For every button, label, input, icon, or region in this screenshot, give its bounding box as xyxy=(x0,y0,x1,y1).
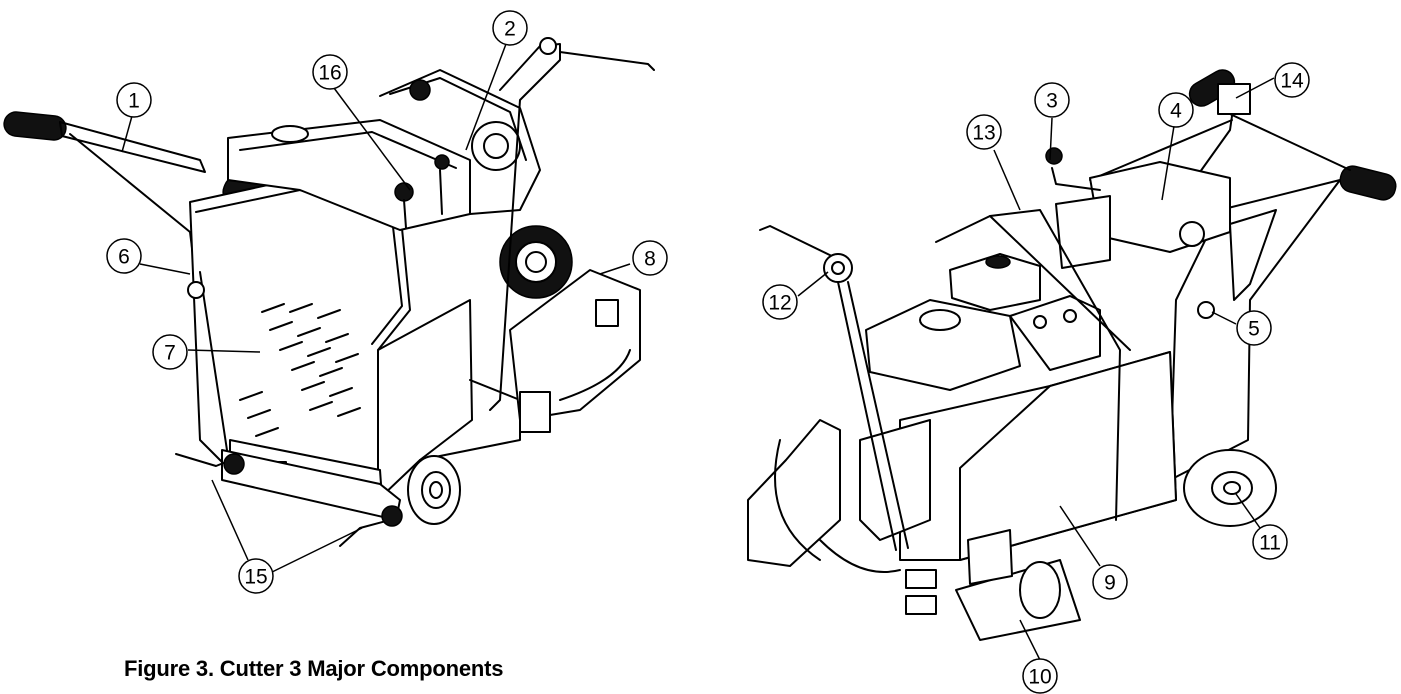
callout-label-15: 15 xyxy=(244,566,267,589)
callout-labels: 1 2 16 6 7 8 15 3 4 5 12 13 14 9 10 11 xyxy=(118,18,1304,689)
callout-circle-8 xyxy=(632,240,668,276)
callout-label-6: 6 xyxy=(118,246,130,269)
callout-circle-12 xyxy=(762,284,798,320)
callout-circle-7 xyxy=(152,334,188,370)
callout-label-12: 12 xyxy=(768,292,791,315)
callout-label-4: 4 xyxy=(1170,100,1182,123)
left-saw-illustration xyxy=(3,37,655,547)
callout-circle-9 xyxy=(1092,564,1128,600)
callout-circle-4 xyxy=(1158,92,1194,128)
callout-circle-11 xyxy=(1252,524,1288,560)
callout-circle-5 xyxy=(1236,310,1272,346)
callout-label-1: 1 xyxy=(128,90,140,113)
callout-circle-10 xyxy=(1022,658,1058,694)
callout-label-11: 11 xyxy=(1259,532,1281,555)
right-saw-illustration xyxy=(747,69,1397,641)
callout-circle-1 xyxy=(116,82,152,118)
callout-label-9: 9 xyxy=(1104,572,1116,595)
callouts xyxy=(106,10,1310,694)
callout-label-8: 8 xyxy=(644,248,656,271)
callout-circle-2 xyxy=(492,10,528,46)
callout-label-13: 13 xyxy=(972,122,995,145)
callout-circle-13 xyxy=(966,114,1002,150)
callout-label-3: 3 xyxy=(1046,90,1058,113)
callout-label-5: 5 xyxy=(1248,318,1260,341)
callout-label-14: 14 xyxy=(1280,70,1304,93)
callout-circle-6 xyxy=(106,238,142,274)
callout-circle-3 xyxy=(1034,82,1070,118)
figure-caption: Figure 3. Cutter 3 Major Components xyxy=(124,656,504,681)
callout-label-2: 2 xyxy=(504,18,516,41)
callout-label-16: 16 xyxy=(318,62,341,85)
callout-circle-15 xyxy=(238,558,274,594)
callout-circle-14 xyxy=(1274,62,1310,98)
callout-circle-16 xyxy=(312,54,348,90)
callout-label-10: 10 xyxy=(1028,666,1051,689)
callout-label-7: 7 xyxy=(164,342,176,365)
